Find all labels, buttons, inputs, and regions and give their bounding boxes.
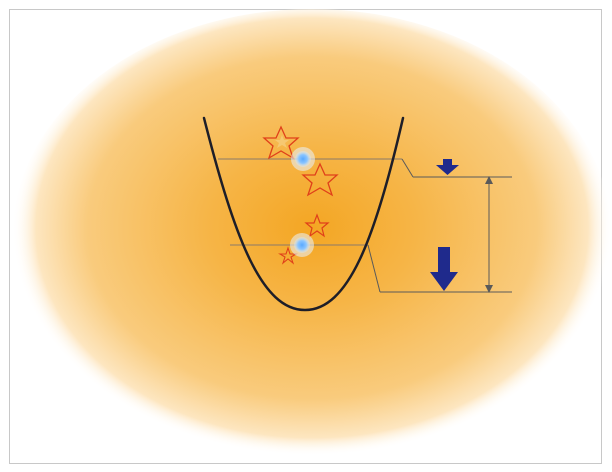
- glow-background: [12, 9, 612, 465]
- glowing-particle-icon: [291, 147, 315, 171]
- glowing-particle-icon: [290, 233, 314, 257]
